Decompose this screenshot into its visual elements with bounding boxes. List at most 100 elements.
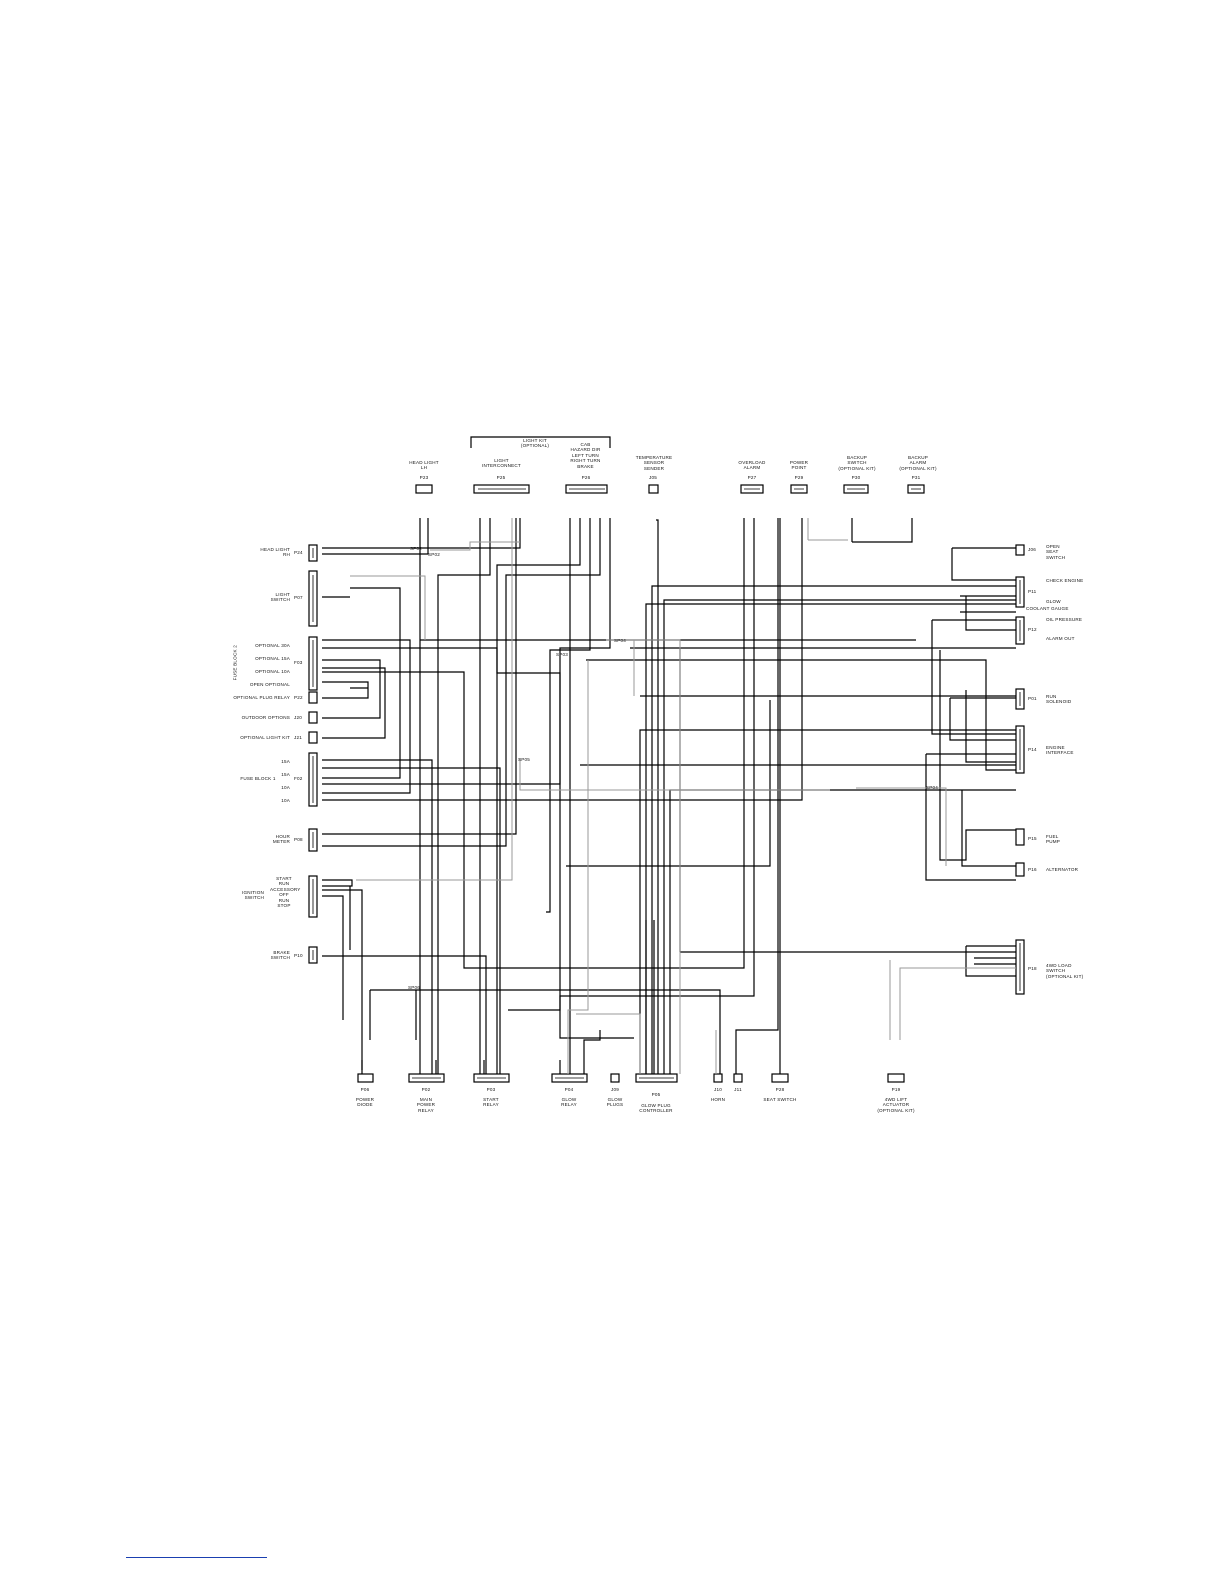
- label-optional-10a: OPTIONAL 10A: [255, 669, 290, 674]
- ref-p15: P15: [1028, 836, 1037, 841]
- connector-p30: [843, 484, 869, 494]
- ref-j05: J05: [648, 475, 657, 480]
- label-ignition-switch: IGNITION SWITCH: [241, 890, 264, 901]
- connector-p10: [308, 946, 318, 964]
- connector-p26: [565, 484, 608, 494]
- label-optional-30a: OPTIONAL 30A: [255, 643, 290, 648]
- ref-p31: P31: [911, 475, 921, 480]
- label-alarm-out: ALARM OUT: [1046, 636, 1075, 641]
- splice-label: SP03: [556, 652, 569, 657]
- connector-j05: [648, 484, 659, 494]
- ref-p25: P25: [496, 475, 506, 480]
- label-head-light-lh: HEAD LIGHT LH: [409, 460, 439, 471]
- label-fuel-pump: FUEL PUMP: [1046, 834, 1061, 845]
- label-temperature-sensor: TEMPERATURE SENSOR SENDER: [635, 455, 673, 471]
- label-fuse-15a-b: 15A: [281, 772, 290, 777]
- ref-p07: P07: [294, 595, 303, 600]
- ref-p02: P02: [421, 1087, 431, 1092]
- label-main-power-relay: MAIN POWER RELAY: [416, 1097, 436, 1113]
- splice-label: SP04: [614, 638, 627, 643]
- label-open-seat-switch: OPEN SEAT SWITCH: [1046, 544, 1066, 560]
- label-fuse-block-2: FUSE BLOCK 2: [232, 645, 238, 681]
- ref-j11: J11: [734, 1087, 742, 1092]
- ref-p22: P22: [294, 695, 303, 700]
- ref-p12: P12: [1028, 627, 1037, 632]
- connector-p16: [1015, 862, 1025, 877]
- splice-label: SP02: [410, 546, 423, 551]
- ref-p01: P01: [1028, 696, 1037, 701]
- connector-j06: [1015, 544, 1025, 556]
- connector-p27: [740, 484, 764, 494]
- ref-j20: J20: [294, 715, 303, 720]
- label-optional-15a: OPTIONAL 15A: [255, 656, 290, 661]
- connector-p18: [1015, 939, 1025, 995]
- ref-p03: P03: [486, 1087, 496, 1092]
- connector-p29: [790, 484, 808, 494]
- connector-p31: [907, 484, 925, 494]
- connector-p01: [1015, 688, 1025, 710]
- ref-p27: P27: [747, 475, 757, 480]
- label-optional-light-kit: OPTIONAL LIGHT KIT: [240, 735, 290, 740]
- light-kit-bracket: [470, 436, 611, 448]
- ref-p30: P30: [851, 475, 861, 480]
- connector-p02: [408, 1073, 445, 1083]
- label-power-point: POWER POINT: [789, 460, 809, 471]
- label-check-engine: CHECK ENGINE: [1046, 578, 1084, 583]
- ref-p05: P05: [651, 1092, 661, 1097]
- connector-ignition: [308, 875, 318, 918]
- connector-j21: [308, 731, 318, 744]
- light-kit-label: LIGHT KIT (OPTIONAL): [520, 438, 550, 449]
- label-open-optional: OPEN OPTIONAL: [249, 682, 290, 687]
- connector-j20: [308, 711, 318, 724]
- label-start-relay: START RELAY: [483, 1097, 499, 1108]
- connector-p24: [308, 544, 318, 562]
- fuse-block-1: [308, 752, 318, 807]
- label-power-diode: POWER DIODE: [355, 1097, 375, 1108]
- label-seat-switch: SEAT SWITCH: [763, 1097, 797, 1102]
- label-optional-plug-relay: OPTIONAL PLUG RELAY: [233, 695, 290, 700]
- label-glow: GLOW: [1046, 599, 1061, 604]
- connector-j11: [733, 1073, 743, 1083]
- label-fuse-10a-a: 10A: [281, 785, 290, 790]
- connector-p28: [771, 1073, 789, 1083]
- ref-p11: P11: [1028, 589, 1037, 594]
- label-overload-alarm: OVERLOAD ALARM: [738, 460, 766, 471]
- connector-p03: [473, 1073, 510, 1083]
- connector-p19: [887, 1073, 905, 1083]
- connector-f03-sq: [308, 691, 318, 704]
- ref-j21: J21: [294, 735, 303, 740]
- connector-j10: [713, 1073, 723, 1083]
- label-oil-pressure: OIL PRESSURE: [1046, 617, 1083, 622]
- label-fuse-15a-a: 15A: [281, 759, 290, 764]
- label-alternator: ALTERNATOR: [1046, 867, 1079, 872]
- connector-j09: [610, 1073, 620, 1083]
- label-run-solenoid: RUN SOLENOID: [1046, 694, 1072, 705]
- label-ignition-positions: START RUN ACCESSORY OFF RUN STOP: [270, 876, 301, 909]
- ref-f03: F03: [294, 660, 303, 665]
- ref-p08: P08: [294, 837, 303, 842]
- connector-p08: [308, 828, 318, 852]
- label-4wd-lift-actuator: 4WD LIFT ACTUATOR (OPTIONAL KIT): [877, 1097, 915, 1113]
- footer-link-underline: [126, 1557, 267, 1558]
- label-glow-plugs: GLOW PLUGS: [606, 1097, 624, 1108]
- ref-p24: P24: [294, 550, 303, 555]
- ref-p06: P06: [360, 1087, 370, 1092]
- ref-p26: P26: [581, 475, 591, 480]
- label-brake-switch: BRAKE SWITCH: [270, 950, 290, 961]
- ref-p29: P29: [794, 475, 804, 480]
- ref-p18: P18: [1028, 966, 1037, 971]
- ref-p19: P19: [891, 1087, 901, 1092]
- ref-p28: P28: [775, 1087, 785, 1092]
- connector-p14: [1015, 725, 1025, 774]
- label-hour-meter: HOUR METER: [272, 834, 290, 845]
- connector-p07: [308, 570, 318, 627]
- ref-p23: P23: [419, 475, 429, 480]
- label-fuse-10a-b: 10A: [281, 798, 290, 803]
- connector-p11: [1015, 576, 1025, 608]
- label-backup-alarm: BACKUP ALARM (OPTIONAL KIT): [899, 455, 937, 471]
- label-coolant-gauge: COOLANT GAUGE: [1026, 606, 1069, 611]
- label-head-light-rh: HEAD LIGHT RH: [260, 547, 290, 558]
- connector-p06: [357, 1073, 374, 1083]
- label-fuse-block-1: FUSE BLOCK 1: [240, 776, 276, 781]
